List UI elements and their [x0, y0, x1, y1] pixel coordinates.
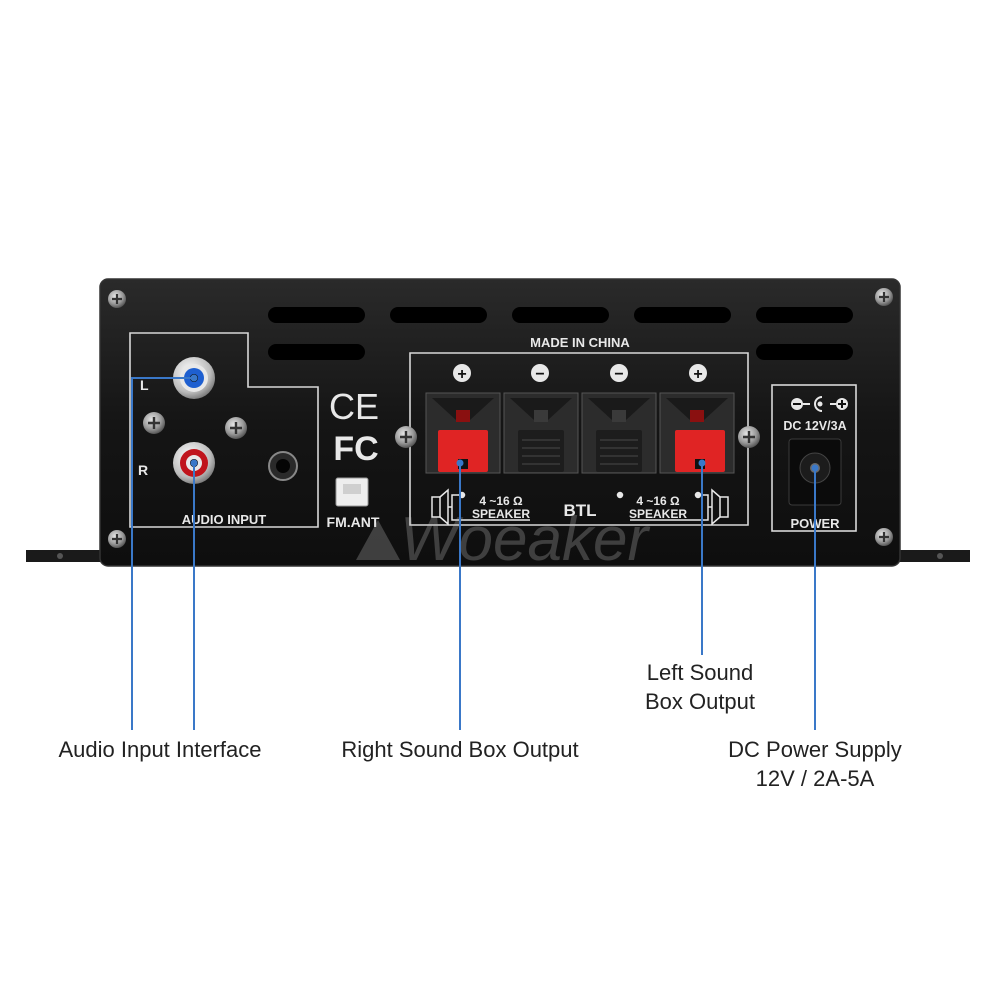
polarity-1: + — [457, 366, 466, 383]
speaker-legend-right — [616, 488, 729, 526]
leader-line-audio-right — [193, 463, 195, 730]
corner-screws — [108, 288, 893, 548]
btl-label: BTL — [563, 501, 596, 520]
terminal-block-screws — [395, 426, 760, 448]
callout-left-output-line1: Left Sound — [646, 660, 754, 685]
speaker-terminal-left-plus[interactable] — [659, 392, 735, 474]
callout-dc-supply-line2: 12V / 2A-5A — [755, 766, 875, 791]
right-channel-label: R — [138, 462, 148, 478]
callout-dc-supply-line1: DC Power Supply — [728, 737, 902, 762]
aux-jack[interactable] — [268, 451, 298, 481]
leader-line-right-output — [459, 463, 461, 730]
speaker-block-frame — [409, 352, 749, 526]
speaker-terminal-right-plus[interactable] — [425, 392, 501, 474]
audio-input-frame — [129, 332, 319, 528]
watermark: Woeaker — [356, 505, 650, 574]
fcc-mark: FC — [333, 430, 378, 468]
dc-rating-label: DC 12V/3A — [783, 419, 846, 433]
ce-mark: CE — [329, 386, 379, 427]
left-channel-label: L — [140, 377, 149, 393]
input-screws — [143, 412, 247, 439]
audio-input-label: AUDIO INPUT — [182, 512, 267, 527]
polarity-3: − — [614, 366, 623, 383]
polarity-2: − — [535, 366, 544, 383]
callout-right-output: Right Sound Box Output — [341, 737, 579, 762]
impedance-label-left: 4 ~16 Ω — [479, 494, 523, 508]
callout-dots — [190, 374, 819, 472]
vent-slots — [268, 307, 853, 360]
polarity-signs: + − − + — [453, 364, 707, 383]
leader-line-dc-supply — [814, 468, 816, 730]
watermark-text: Woeaker — [400, 505, 650, 574]
speaker-legend-left — [431, 488, 530, 526]
leader-line-left-output — [701, 463, 703, 655]
speaker-label-left: SPEAKER — [472, 507, 530, 521]
speaker-terminal-left-minus[interactable] — [581, 392, 657, 474]
polarity-4: + — [693, 366, 702, 383]
leader-line-audio-left-elbow — [131, 377, 194, 379]
callout-audio-input: Audio Input Interface — [58, 737, 262, 762]
fm-ant-label: FM.ANT — [327, 514, 380, 530]
speaker-label-right: SPEAKER — [629, 507, 687, 521]
callout-dc-supply: DC Power Supply 12V / 2A-5A — [690, 735, 940, 793]
speaker-terminal-right-minus[interactable] — [503, 392, 579, 474]
dc-polarity-icon — [791, 396, 848, 412]
impedance-label-right: 4 ~16 Ω — [636, 494, 680, 508]
leader-line-audio-left — [131, 378, 133, 730]
callout-left-output: Left Sound Box Output — [600, 658, 800, 716]
fm-antenna-connector[interactable] — [335, 477, 369, 507]
made-in-label: MADE IN CHINA — [530, 335, 630, 350]
callout-left-output-line2: Box Output — [644, 689, 756, 714]
